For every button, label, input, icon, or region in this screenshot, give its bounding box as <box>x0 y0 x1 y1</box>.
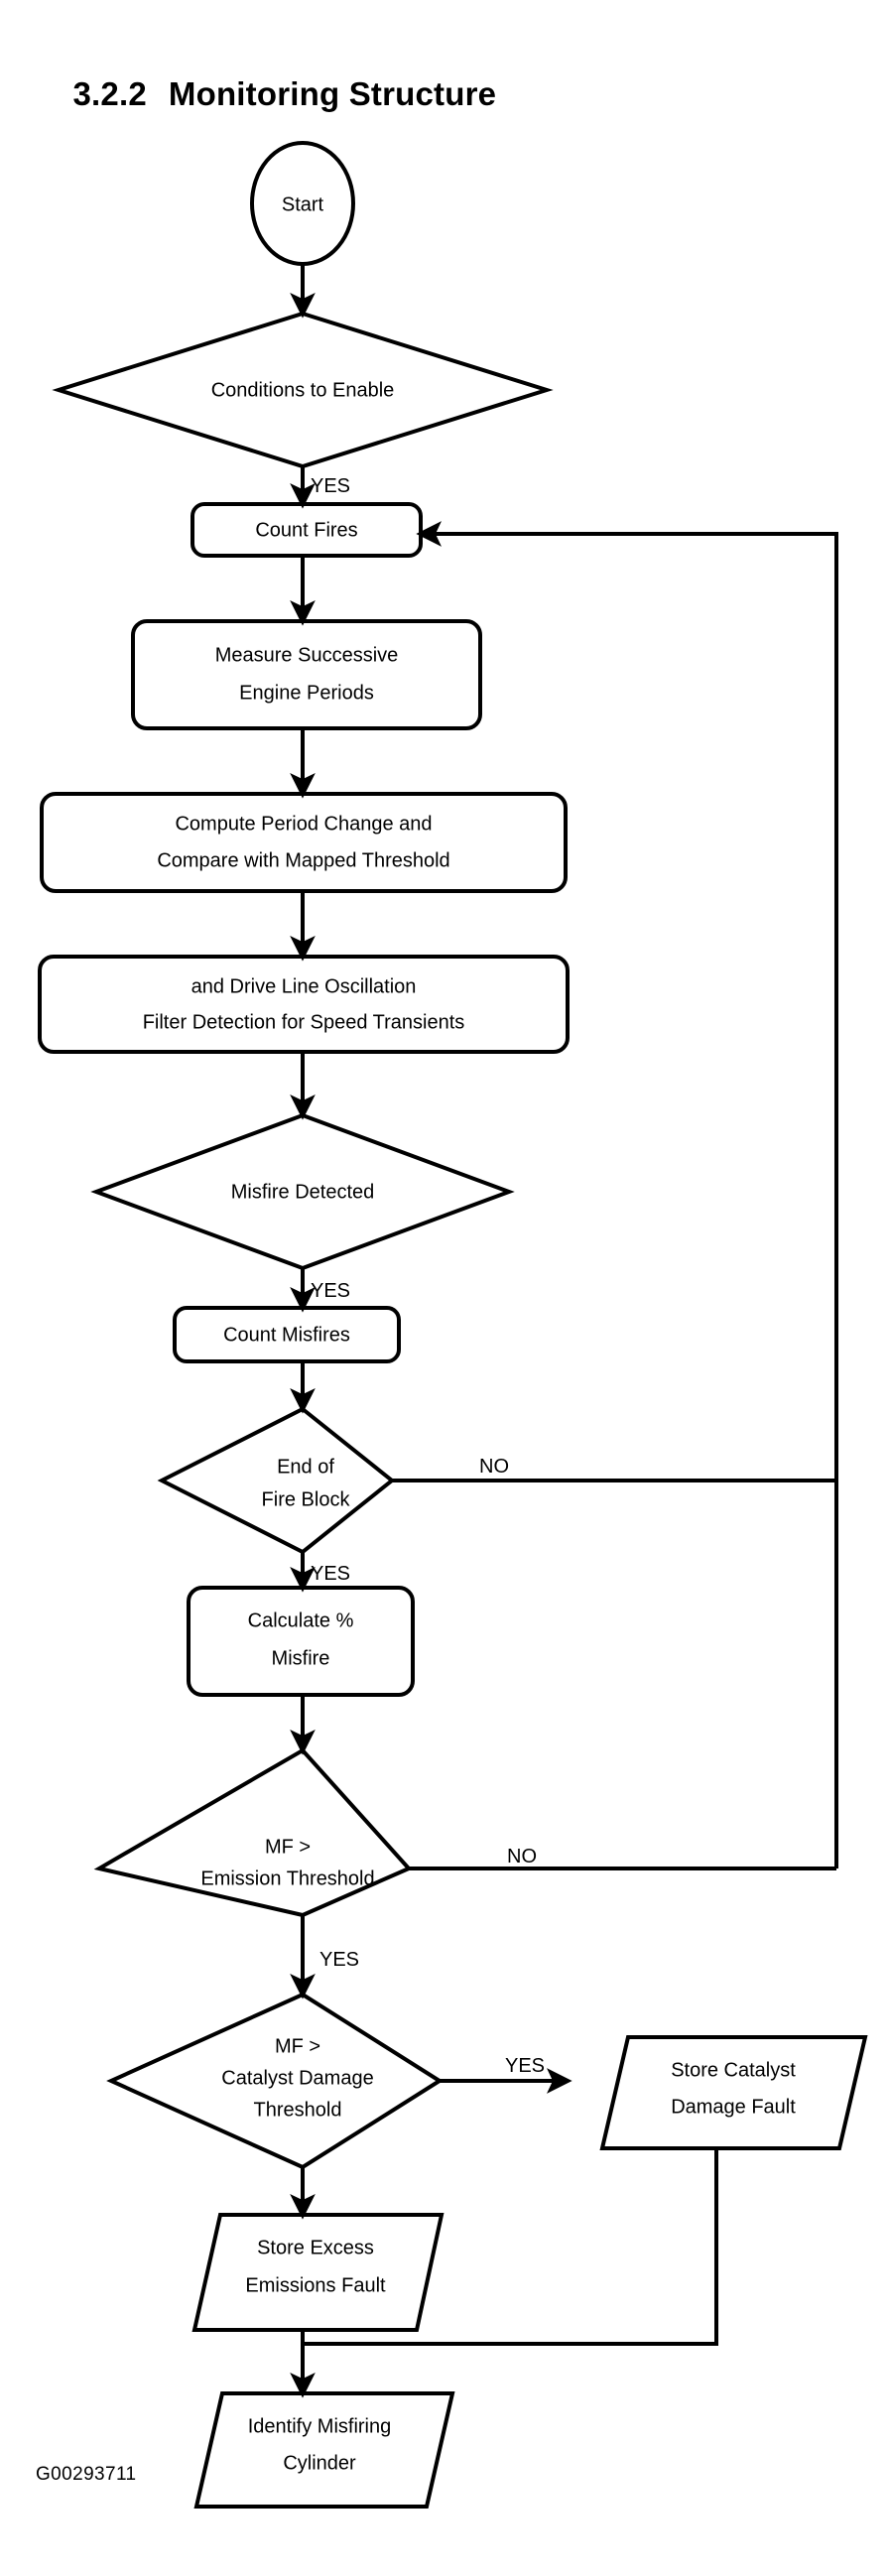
node-mf-gt-catalyst-shape <box>106 1992 444 2170</box>
node-mf-gt-emission-line1: MF > <box>265 1836 311 1858</box>
node-store-excess-fault-line2: Emissions Fault <box>245 2274 386 2296</box>
node-end-of-fire-block-line2: Fire Block <box>262 1488 351 1510</box>
node-filter-detection-line1: and Drive Line Oscillation <box>191 975 417 997</box>
node-start-label: Start <box>282 193 324 215</box>
node-mf-gt-emission-line2: Emission Threshold <box>200 1868 374 1889</box>
node-store-excess-fault-line1: Store Excess <box>257 2237 374 2258</box>
node-conditions-to-enable-label: Conditions to Enable <box>211 379 395 401</box>
node-compute-period-change-line2: Compare with Mapped Threshold <box>157 849 449 871</box>
edge-label-misfire-yes: YES <box>311 1280 350 1302</box>
section-title: Monitoring Structure <box>168 74 497 112</box>
node-count-fires-shape <box>191 502 423 558</box>
page-title: 3.2.2 Monitoring Structure <box>36 38 496 151</box>
node-compute-period-change-shape <box>40 792 568 893</box>
node-mf-gt-catalyst-line3: Threshold <box>254 2099 342 2121</box>
node-store-catalyst-fault-shape <box>599 2035 868 2150</box>
node-calculate-pct-misfire-line2: Misfire <box>272 1647 330 1669</box>
edge-label-emission-yes: YES <box>319 1949 359 1971</box>
node-filter-detection-shape <box>38 955 570 1054</box>
node-misfire-detected-label: Misfire Detected <box>231 1181 375 1203</box>
node-mf-gt-catalyst-line1: MF > <box>275 2035 320 2057</box>
node-identify-cylinder-shape <box>193 2391 455 2509</box>
edge-label-fireblock-yes: YES <box>311 1563 350 1585</box>
node-conditions-to-enable-shape <box>52 311 554 469</box>
node-end-of-fire-block-line1: End of <box>277 1456 334 1478</box>
node-mf-gt-emission-shape <box>93 1747 413 1918</box>
node-count-fires-label: Count Fires <box>255 519 357 541</box>
node-calculate-pct-misfire-line1: Calculate % <box>248 1610 354 1631</box>
node-store-excess-fault-shape <box>191 2213 445 2332</box>
node-measure-periods-line1: Measure Successive <box>215 644 399 666</box>
node-calculate-pct-misfire-shape <box>187 1586 415 1697</box>
node-compute-period-change-line1: Compute Period Change and <box>175 813 432 835</box>
node-misfire-detected-shape <box>90 1112 515 1271</box>
section-number: 3.2.2 <box>72 74 147 112</box>
node-filter-detection-line2: Filter Detection for Speed Transients <box>143 1011 465 1033</box>
node-identify-cylinder-line1: Identify Misfiring <box>248 2415 392 2437</box>
node-store-catalyst-fault-line1: Store Catalyst <box>671 2059 796 2081</box>
node-measure-periods-line2: Engine Periods <box>239 682 374 704</box>
node-count-misfires-shape <box>173 1306 401 1363</box>
edge-storecatalyst-to-identify <box>304 2148 718 2346</box>
edge-label-emission-no: NO <box>507 1846 537 1868</box>
node-count-misfires-label: Count Misfires <box>223 1324 350 1346</box>
node-identify-cylinder-line2: Cylinder <box>283 2452 356 2474</box>
figure-id-caption: G00293711 <box>36 2464 137 2485</box>
node-mf-gt-catalyst-line2: Catalyst Damage <box>221 2067 373 2089</box>
node-end-of-fire-block-shape <box>157 1406 396 1555</box>
edge-feedback-riser-to-countfires <box>416 521 838 1868</box>
node-store-catalyst-fault-line2: Damage Fault <box>671 2096 796 2118</box>
node-start-shape <box>250 141 355 266</box>
edge-label-catalyst-yes: YES <box>505 2055 545 2077</box>
edge-label-conditions-yes: YES <box>311 475 350 497</box>
node-measure-periods-shape <box>131 619 482 730</box>
edge-label-fireblock-no: NO <box>479 1456 509 1478</box>
